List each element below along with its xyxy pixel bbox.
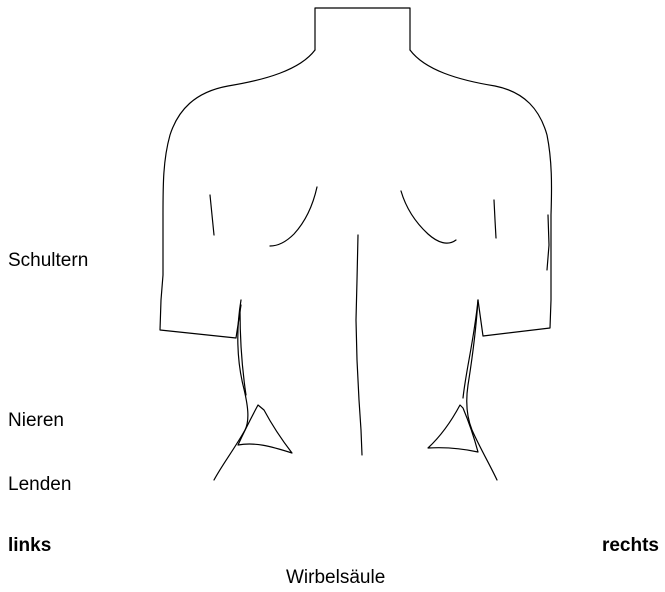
right-kidney-contour — [428, 405, 478, 452]
label-left: links — [8, 535, 51, 557]
left-kidney-contour — [238, 405, 292, 453]
left-shoulder-blade — [270, 187, 317, 246]
right-arm-inner-outline — [547, 215, 549, 270]
label-spine: Wirbelsäule — [286, 567, 385, 589]
left-shoulder-outline — [160, 50, 315, 338]
left-waist-inner — [240, 310, 246, 395]
spine-line — [356, 235, 362, 455]
left-back-line — [210, 195, 214, 235]
left-torso-side — [214, 300, 248, 480]
label-shoulders: Schultern — [8, 250, 88, 272]
right-shoulder-outline — [410, 50, 552, 336]
label-loins: Lenden — [8, 474, 71, 496]
right-shoulder-blade — [401, 191, 456, 243]
right-back-line — [494, 200, 496, 238]
label-right: rechts — [602, 535, 659, 557]
label-kidneys: Nieren — [8, 410, 64, 432]
right-waist-inner — [463, 300, 478, 398]
neck-outline — [315, 8, 410, 50]
